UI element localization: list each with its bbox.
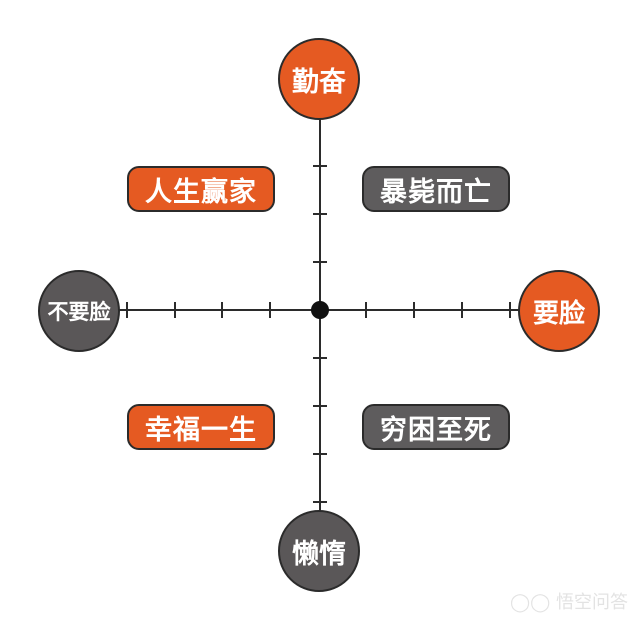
axis-label-right: 要脸 (532, 298, 585, 329)
axis-label-top: 勤奋 (292, 66, 346, 98)
axis-tick (313, 261, 327, 263)
axis-tick (365, 302, 367, 318)
origin-dot (311, 301, 329, 319)
quadrant-top-right: 暴毙而亡 (362, 166, 510, 212)
axis-label-bottom: 懒惰 (292, 538, 346, 570)
quadrant-label: 穷困至死 (380, 414, 492, 446)
axis-tick (269, 302, 271, 318)
quadrant-bottom-right: 穷困至死 (362, 404, 510, 450)
axis-tick (313, 165, 327, 167)
quadrant-top-left: 人生赢家 (127, 166, 275, 212)
axis-tick (413, 302, 415, 318)
quadrant-label: 人生赢家 (145, 176, 257, 208)
watermark-text: 悟空问答 (556, 592, 628, 613)
quadrant-label: 幸福一生 (145, 414, 257, 446)
axis-tick (313, 453, 327, 455)
quadrant-label: 暴毙而亡 (380, 176, 492, 208)
axis-tick (313, 213, 327, 215)
watermark: ◯◯ 悟空问答 (510, 588, 628, 614)
axis-tick (313, 357, 327, 359)
quadrant-bottom-left: 幸福一生 (127, 404, 275, 450)
axis-tick (461, 302, 463, 318)
axis-node-right: 要脸 (518, 270, 600, 352)
axis-tick (509, 302, 511, 318)
axis-node-bottom: 懒惰 (278, 510, 360, 592)
axis-node-top: 勤奋 (278, 38, 360, 120)
axis-tick (313, 405, 327, 407)
axis-label-left: 不要脸 (47, 300, 111, 324)
axis-tick (221, 302, 223, 318)
axis-tick (313, 501, 327, 503)
axis-tick (126, 302, 128, 318)
axis-tick (174, 302, 176, 318)
axis-node-left: 不要脸 (38, 270, 120, 352)
chat-bubbles-icon: ◯◯ (509, 592, 551, 613)
